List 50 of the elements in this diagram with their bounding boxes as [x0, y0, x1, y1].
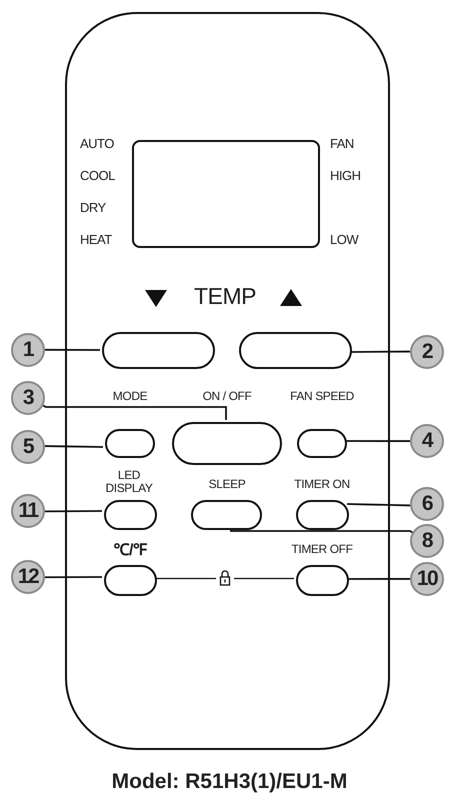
mode-indicator-label: HEAT — [80, 232, 112, 247]
button-label: MODE — [112, 390, 148, 404]
mode-indicator-label: AUTO — [80, 136, 114, 151]
remote-button — [191, 500, 262, 530]
button-label: ON / OFF — [202, 390, 252, 404]
mode-indicator-label: LOW — [330, 232, 358, 247]
callout-number: 2 — [410, 335, 444, 369]
remote-button — [172, 422, 282, 465]
leader-line — [44, 510, 102, 512]
leader-line — [45, 576, 102, 578]
display-screen — [132, 140, 320, 248]
remote-button — [239, 332, 352, 369]
remote-button — [102, 332, 215, 369]
button-label: SLEEP — [208, 478, 246, 492]
button-label: TIMER ON — [294, 478, 350, 492]
callout-number: 12 — [11, 560, 45, 594]
callout-number: 4 — [410, 424, 444, 458]
button-label: LED DISPLAY — [104, 469, 154, 496]
button-label: FAN SPEED — [290, 390, 354, 404]
remote-button — [105, 429, 155, 458]
leader-line — [44, 445, 104, 448]
callout-number: 10 — [410, 562, 444, 596]
temp-label: TEMP — [194, 283, 256, 310]
button-label: TIMER OFF — [291, 543, 353, 556]
remote-button — [296, 565, 349, 596]
leader-line — [345, 440, 410, 442]
leader-line — [350, 350, 410, 353]
mode-indicator-label: COOL — [80, 168, 115, 183]
callout-number: 6 — [410, 487, 444, 521]
callout-number: 1 — [11, 333, 45, 367]
remote-button — [297, 429, 347, 458]
remote-button — [104, 565, 157, 596]
callout-number: 8 — [410, 524, 444, 558]
connector-line — [155, 578, 294, 580]
mode-indicator-label: HIGH — [330, 168, 360, 183]
caption: Model: R51H3(1)/EU1-M — [110, 770, 348, 794]
remote-button — [296, 500, 349, 530]
callout-number: 5 — [11, 430, 45, 464]
callout-number: 11 — [11, 494, 45, 528]
mode-indicator-label: DRY — [80, 200, 106, 215]
leader-line — [346, 503, 410, 506]
mode-indicator-label: FAN — [330, 136, 354, 151]
leader-line — [45, 348, 100, 351]
remote-control-body — [65, 12, 390, 750]
leader-line — [347, 578, 410, 580]
leader-line — [230, 528, 413, 534]
callout-number: 3 — [11, 381, 45, 415]
remote-button — [104, 500, 157, 530]
leader-line — [42, 404, 227, 420]
button-label: ℃/℉ — [113, 542, 147, 560]
